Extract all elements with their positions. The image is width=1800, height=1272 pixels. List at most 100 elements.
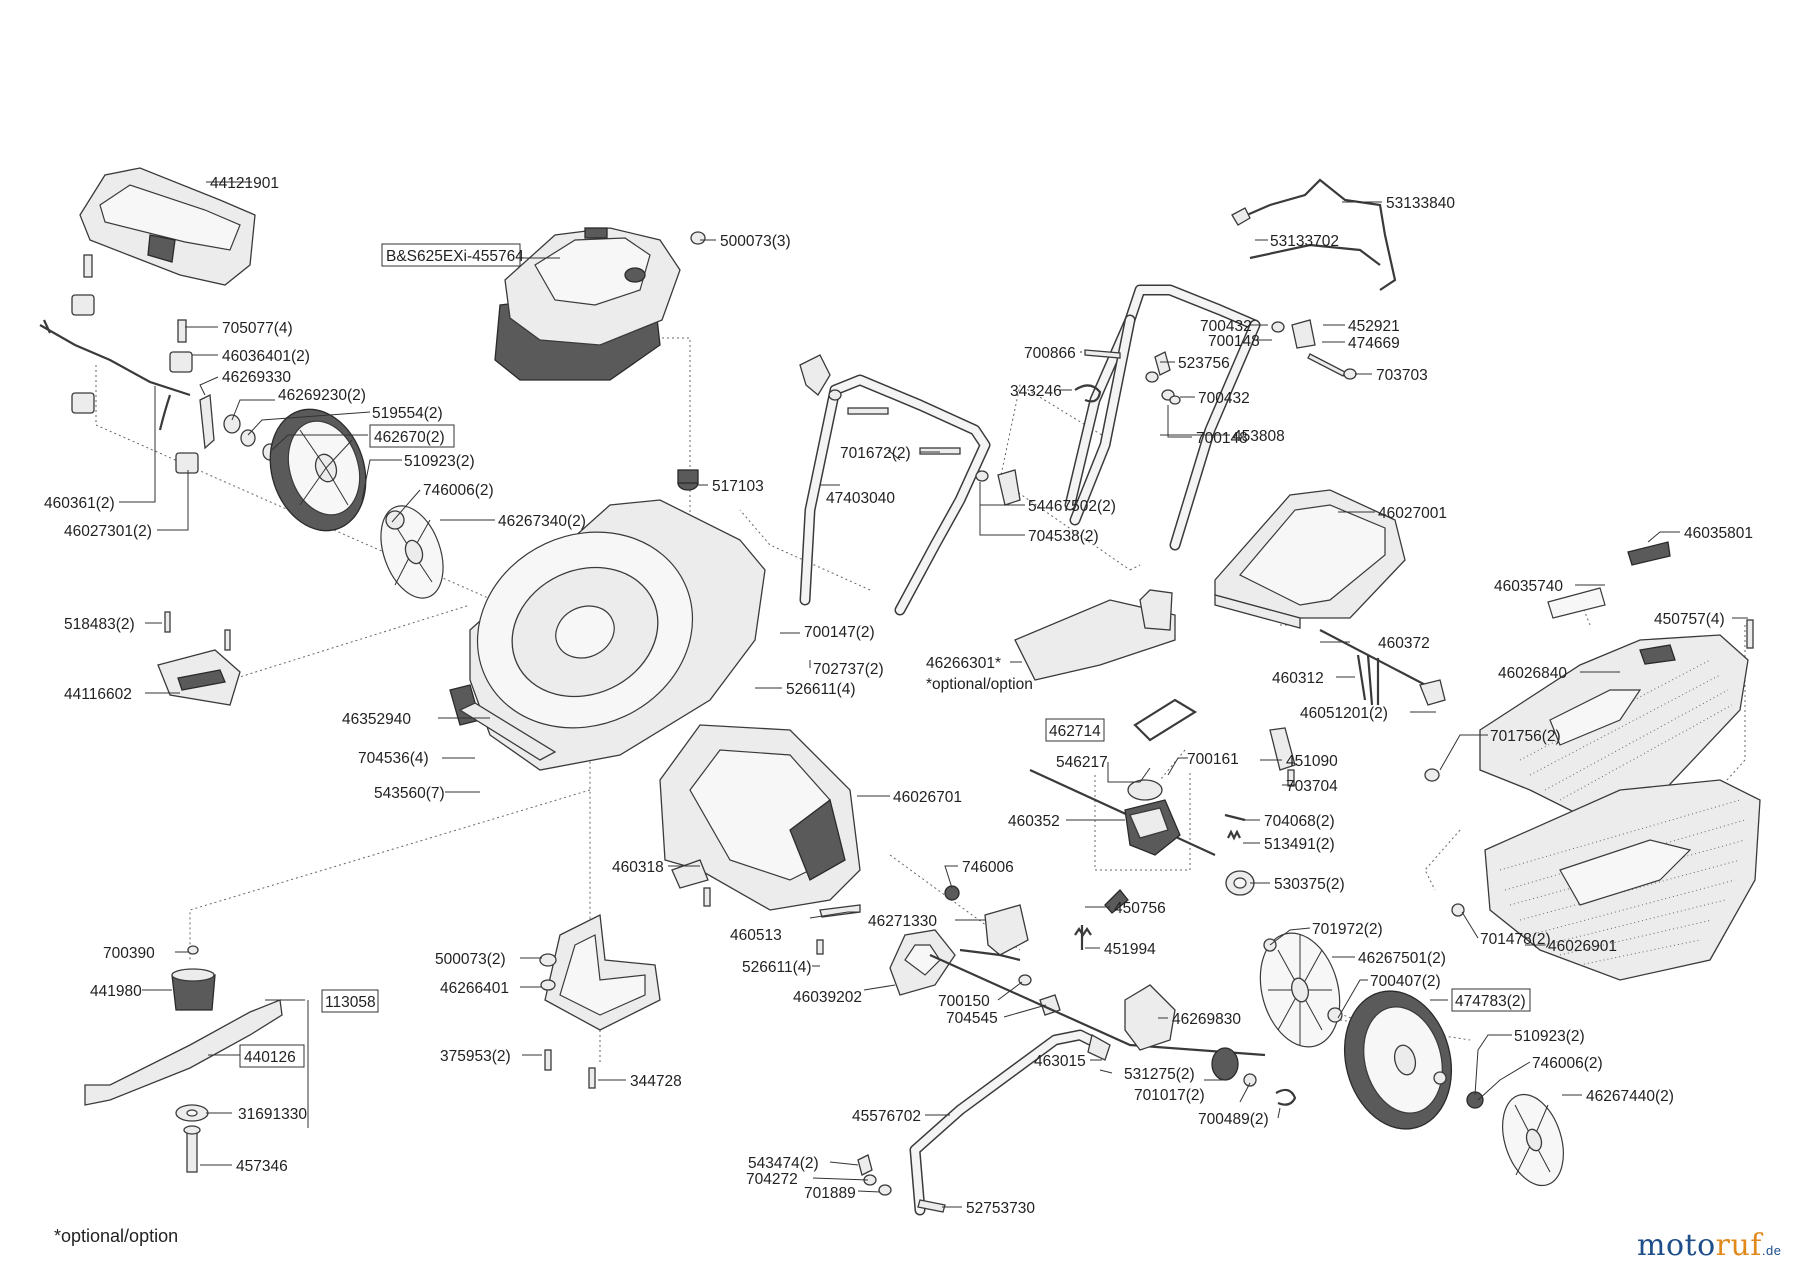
handle-clamp-part	[799, 354, 1021, 506]
gearbox-part	[1029, 769, 1216, 856]
label-46051201-2: 46051201(2)	[1300, 705, 1388, 722]
label-701972-2: 701972(2)	[1312, 921, 1383, 938]
label-46027001: 46027001	[1378, 505, 1447, 522]
cable-clip-part	[1074, 384, 1102, 403]
label-705077-4: 705077(4)	[222, 320, 293, 337]
label-526611-4-chute: 526611(4)	[742, 959, 812, 976]
label-450757-4: 450757(4)	[1654, 611, 1725, 628]
label-700148-mid: 700148	[1196, 430, 1248, 447]
grass-bag-part	[1484, 779, 1761, 981]
label-746006-2-right: 746006(2)	[1532, 1055, 1603, 1072]
label-46352940: 46352940	[342, 711, 411, 728]
label-457346: 457346	[236, 1158, 288, 1175]
bag-rod-part	[1319, 629, 1446, 706]
label-engine-model: B&S625EXi-455764	[386, 248, 524, 265]
bag-frame-part	[1479, 634, 1749, 821]
chute-bracket-part	[671, 859, 711, 907]
label-700432-mid: 700432	[1198, 390, 1250, 407]
label-53133840: 53133840	[1386, 195, 1455, 212]
label-46036401-2: 46036401(2)	[222, 348, 310, 365]
label-530375-2: 530375(2)	[1274, 876, 1345, 893]
label-46266401: 46266401	[440, 980, 509, 997]
label-113058: 113058	[325, 994, 376, 1011]
side-discharge-insert-part	[1014, 589, 1176, 681]
label-46269830: 46269830	[1172, 1011, 1241, 1028]
height-adjuster-part	[889, 904, 1061, 1016]
label-45576702: 45576702	[852, 1108, 921, 1125]
label-46267340-2: 46267340(2)	[498, 513, 586, 530]
label-44116602: 44116602	[64, 686, 132, 703]
drive-belt-part	[1133, 698, 1198, 742]
brand-logo: motoruf.de	[1637, 1228, 1782, 1263]
rear-wheel-left-part	[269, 408, 367, 532]
label-452921: 452921	[1348, 318, 1400, 335]
label-52753730: 52753730	[966, 1200, 1035, 1217]
wheel-cap-right-part	[1466, 1091, 1564, 1187]
parts-artwork	[39, 167, 1761, 1216]
label-44121901: 44121901	[210, 175, 279, 192]
label-701017-2: 701017(2)	[1134, 1087, 1205, 1104]
front-wheel-right-part	[1343, 990, 1453, 1130]
label-700161: 700161	[1187, 751, 1239, 768]
label-704545: 704545	[946, 1010, 998, 1027]
label-700147-2: 700147(2)	[804, 624, 875, 641]
label-46027301-2: 46027301(2)	[64, 523, 152, 540]
label-701889: 701889	[804, 1185, 856, 1202]
drive-pinion-part	[1225, 870, 1255, 896]
label-510923-2: 510923(2)	[404, 453, 475, 470]
bag-lid-part	[1214, 489, 1406, 629]
label-474783-2: 474783(2)	[1455, 993, 1526, 1010]
label-53133702: 53133702	[1270, 233, 1339, 250]
label-701756-2: 701756(2)	[1490, 728, 1561, 745]
label-700390: 700390	[103, 945, 155, 962]
grass-chute-part	[659, 724, 861, 911]
label-460352: 460352	[1008, 813, 1060, 830]
label-46267501-2: 46267501(2)	[1358, 950, 1446, 967]
label-450756: 450756	[1114, 900, 1166, 917]
leader-lines	[119, 181, 1748, 1208]
label-704538-2: 704538(2)	[1028, 528, 1099, 545]
label-704536-4: 704536(4)	[358, 750, 429, 767]
label-700866: 700866	[1024, 345, 1076, 362]
mower-deck-part	[449, 499, 766, 771]
label-474669: 474669	[1348, 335, 1400, 352]
label-701672-2: 701672(2)	[840, 445, 911, 462]
label-451994: 451994	[1104, 941, 1156, 958]
label-703703: 703703	[1376, 367, 1428, 384]
label-531275-2: 531275(2)	[1124, 1066, 1195, 1083]
label-460513: 460513	[730, 927, 782, 944]
label-543474-2: 543474(2)	[748, 1155, 819, 1172]
label-460372: 460372	[1378, 635, 1430, 652]
label-500073-2: 500073(2)	[435, 951, 506, 968]
label-46026901: 46026901	[1548, 938, 1617, 955]
boxed-labels: B&S625EXi-455764 462670(2) 113058 440126…	[239, 243, 1531, 1068]
label-46026701: 46026701	[893, 789, 962, 806]
rear-flap-part	[157, 611, 241, 706]
label-460361-2: 460361(2)	[44, 495, 115, 512]
springs-pins-part	[1074, 813, 1246, 950]
label-704272: 704272	[746, 1171, 798, 1188]
label-31691330: 31691330	[238, 1106, 307, 1123]
height-lever-part	[857, 1029, 1111, 1216]
label-46035801: 46035801	[1684, 525, 1753, 542]
label-47403040: 47403040	[826, 490, 895, 507]
label-746006-2: 746006(2)	[423, 482, 494, 499]
label-optional-note: *optional/option	[926, 676, 1033, 693]
label-703704: 703704	[1286, 778, 1338, 795]
label-463015: 463015	[1034, 1053, 1086, 1070]
engine-part	[494, 227, 681, 381]
drive-bail-part	[1231, 178, 1397, 291]
front-gears-part	[1211, 1047, 1297, 1106]
part-labels: 44121901 500073(3) 705077(4) 46036401(2)…	[44, 175, 1753, 1217]
label-375953-2: 375953(2)	[440, 1048, 511, 1065]
label-460312: 460312	[1272, 670, 1324, 687]
label-440126: 440126	[244, 1049, 296, 1066]
label-46026840: 46026840	[1498, 665, 1567, 682]
label-510923-2-right: 510923(2)	[1514, 1028, 1585, 1045]
label-343246: 343246	[1010, 383, 1062, 400]
throttle-clips-part	[71, 254, 199, 474]
label-704068-2: 704068(2)	[1264, 813, 1335, 830]
label-519554-2: 519554(2)	[372, 405, 443, 422]
label-46267440-2: 46267440(2)	[1586, 1088, 1674, 1105]
